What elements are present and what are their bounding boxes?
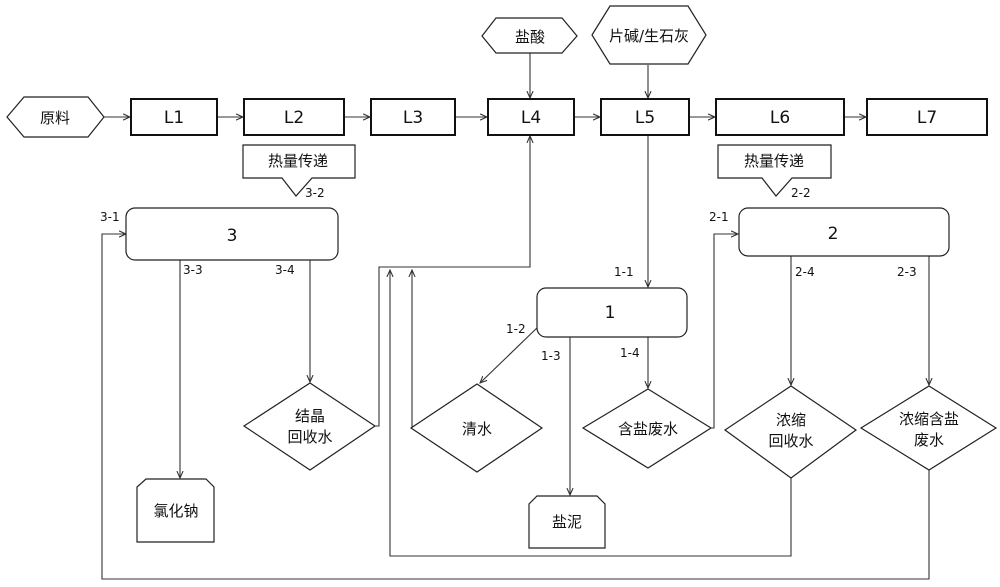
node-raw: 原料 xyxy=(6,96,105,138)
port-labels: 3-1 3-2 3-3 3-4 2-1 2-2 2-3 2-4 1-1 1-2 … xyxy=(100,186,917,363)
port-1-1: 1-1 xyxy=(614,265,634,279)
edge-crystwater-l4 xyxy=(375,136,530,427)
edge-saltwastewater-unit2 xyxy=(710,234,738,429)
port-2-2: 2-2 xyxy=(791,186,811,200)
edge-concsalt-unit3 xyxy=(101,234,930,580)
port-1-2: 1-2 xyxy=(506,322,526,336)
salt-mud-label: 盐泥 xyxy=(552,513,582,531)
salt-wastewater-label: 含盐废水 xyxy=(618,420,678,438)
unit-1-label: 1 xyxy=(605,303,616,323)
unit-1: 1 xyxy=(536,287,688,338)
l1-box xyxy=(130,98,218,136)
port-3-3: 3-3 xyxy=(183,263,203,277)
raw-label: 原料 xyxy=(40,109,70,127)
nacl-label: 氯化钠 xyxy=(153,502,198,520)
l5-box xyxy=(600,98,690,136)
unit-2-label: 2 xyxy=(828,224,839,244)
conc-water-diamond xyxy=(723,385,858,479)
unit-2: 2 xyxy=(738,207,950,257)
edge-concwater-recycle xyxy=(390,270,792,557)
heat-right-label: 热量传递 xyxy=(744,152,804,170)
unit-1-box xyxy=(536,287,688,338)
node-salt-mud: 盐泥 xyxy=(528,495,606,549)
clear-water-diamond xyxy=(409,383,544,473)
l4-box xyxy=(487,98,575,136)
node-l5: L5 xyxy=(600,98,690,136)
cryst-water-line1: 结晶 xyxy=(295,407,325,425)
cryst-water-diamond xyxy=(242,382,377,471)
l3-box xyxy=(370,98,456,136)
heat-right-callout xyxy=(717,144,832,197)
node-conc-salt: 浓缩含盐 废水 xyxy=(859,385,998,471)
unit-3: 3 xyxy=(125,207,339,261)
node-l3: L3 xyxy=(370,98,456,136)
salt-mud-box xyxy=(528,495,606,549)
cryst-water-line2: 回收水 xyxy=(287,428,332,446)
conc-water-line2: 回收水 xyxy=(768,432,813,450)
node-l6: L6 xyxy=(715,98,845,136)
alkali-hexagon xyxy=(591,5,707,65)
l2-box xyxy=(243,98,345,136)
port-2-4: 2-4 xyxy=(795,265,815,279)
unit-3-box xyxy=(125,207,339,261)
conc-water-line1: 浓缩 xyxy=(776,411,806,429)
callout-heat-left: 热量传递 xyxy=(242,144,356,197)
port-1-4: 1-4 xyxy=(620,346,640,360)
l5-label: L5 xyxy=(635,108,655,128)
port-3-2: 3-2 xyxy=(305,186,325,200)
hcl-label: 盐酸 xyxy=(515,28,545,46)
l1-label: L1 xyxy=(164,108,184,128)
conc-salt-line1: 浓缩含盐 xyxy=(899,410,959,428)
node-salt-wastewater: 含盐废水 xyxy=(581,388,713,469)
l6-box xyxy=(715,98,845,136)
alkali-label: 片碱/生石灰 xyxy=(609,27,689,45)
node-l7: L7 xyxy=(866,98,988,136)
heat-left-label: 热量传递 xyxy=(268,152,328,170)
unit-2-box xyxy=(738,207,950,257)
node-nacl: 氯化钠 xyxy=(136,478,215,543)
node-l1: L1 xyxy=(130,98,218,136)
l3-label: L3 xyxy=(403,108,423,128)
l7-label: L7 xyxy=(917,108,937,128)
edges xyxy=(101,53,930,580)
node-cryst-water: 结晶 回收水 xyxy=(242,382,377,471)
hcl-hexagon xyxy=(481,17,578,54)
port-3-4: 3-4 xyxy=(275,263,295,277)
l7-box xyxy=(866,98,988,136)
node-l4: L4 xyxy=(487,98,575,136)
callout-heat-right: 热量传递 xyxy=(717,144,832,197)
salt-wastewater-diamond xyxy=(581,388,713,469)
conc-salt-line2: 废水 xyxy=(914,431,944,449)
node-hcl: 盐酸 xyxy=(481,17,578,54)
edge-unit1-clearwater xyxy=(480,324,541,383)
unit-3-label: 3 xyxy=(227,226,238,246)
port-2-3: 2-3 xyxy=(897,265,917,279)
l4-label: L4 xyxy=(521,108,541,128)
raw-hexagon xyxy=(6,96,105,138)
l2-label: L2 xyxy=(284,108,304,128)
node-clear-water: 清水 xyxy=(409,383,544,473)
port-3-1: 3-1 xyxy=(100,210,120,224)
node-alkali: 片碱/生石灰 xyxy=(591,5,707,65)
clear-water-label: 清水 xyxy=(462,420,492,438)
l6-label: L6 xyxy=(770,108,790,128)
nacl-box xyxy=(136,478,215,543)
port-2-1: 2-1 xyxy=(709,210,729,224)
conc-salt-diamond xyxy=(859,385,998,471)
node-l2: L2 xyxy=(243,98,345,136)
heat-left-callout xyxy=(242,144,356,197)
node-conc-water: 浓缩 回收水 xyxy=(723,385,858,479)
port-1-3: 1-3 xyxy=(541,349,561,363)
